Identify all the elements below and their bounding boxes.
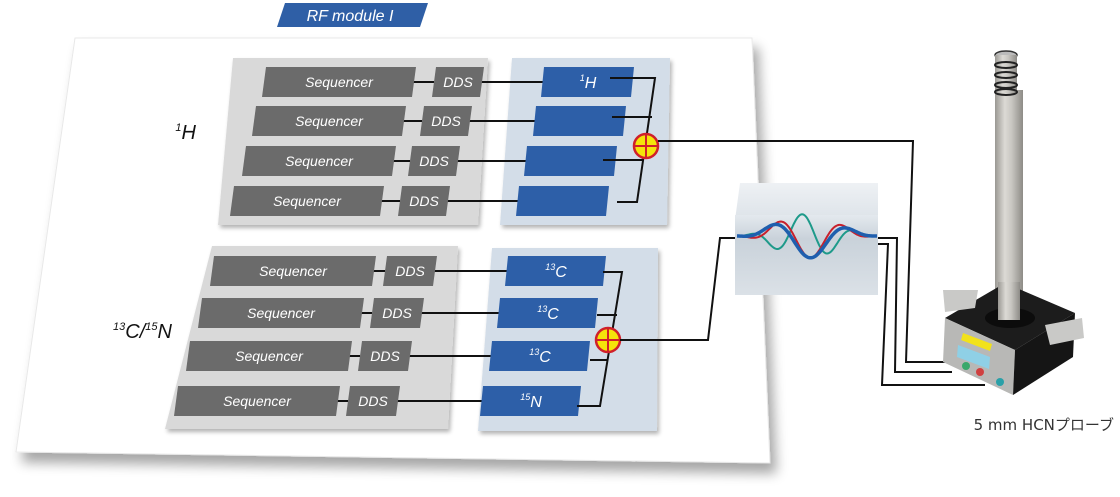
output-channel-label: 13C <box>545 262 567 281</box>
waveform-trace <box>737 222 877 260</box>
dds-label: DDS <box>382 305 412 321</box>
sequencer-label: Sequencer <box>285 153 354 169</box>
output-channel-block <box>541 67 634 97</box>
nmr-probe-image <box>943 50 1084 395</box>
channel-row: Sequencer DDS 15N <box>174 386 581 416</box>
waveform-traces <box>737 213 877 260</box>
group-1h-label: 1H <box>175 122 196 144</box>
dds-label: DDS <box>419 153 449 169</box>
dds-label: DDS <box>409 193 439 209</box>
group-1h-panel <box>218 58 488 225</box>
sequencer-block <box>198 298 364 328</box>
sequencer-block <box>242 146 396 176</box>
sequencer-block <box>210 256 376 286</box>
waveform-box <box>735 183 878 295</box>
sequencer-block <box>230 186 384 216</box>
sequencer-block <box>252 106 406 136</box>
sequencer-label: Sequencer <box>259 263 328 279</box>
output-channel-block <box>480 386 581 416</box>
output-cables <box>620 140 985 386</box>
dds-label: DDS <box>431 113 461 129</box>
dds-block <box>408 146 460 176</box>
channel-row: Sequencer DDS <box>252 106 626 136</box>
probe-tip <box>994 50 1018 96</box>
sequencer-block <box>174 386 340 416</box>
channel-row: Sequencer DDS <box>242 146 617 176</box>
output-channel-block <box>497 298 598 328</box>
group-1h-output-panel <box>500 58 670 225</box>
sequencer-label: Sequencer <box>305 74 374 90</box>
sequencer-label: Sequencer <box>223 393 292 409</box>
output-channel-block <box>533 106 626 136</box>
dds-label: DDS <box>358 393 388 409</box>
dds-block <box>432 67 484 97</box>
sequencer-label: Sequencer <box>235 348 304 364</box>
dds-label: DDS <box>395 263 425 279</box>
group-13c15n-panel <box>165 246 458 429</box>
sequencer-block <box>262 67 416 97</box>
output-channel-label: 15N <box>520 392 542 411</box>
channel-row: Sequencer DDS 13C <box>186 341 590 371</box>
dds-block <box>420 106 472 136</box>
dds-block <box>346 386 400 416</box>
group-13c15n-combiner-icon <box>594 326 622 354</box>
output-channel-label: 1H <box>580 73 597 92</box>
channel-row: Sequencer DDS 13C <box>198 298 598 328</box>
dds-block <box>383 256 437 286</box>
probe-caption: 5 mm HCNプローブ <box>974 416 1114 434</box>
group-1h-combiner-icon <box>632 132 660 160</box>
dds-block <box>370 298 424 328</box>
module-title-tab: RF module I <box>277 3 428 27</box>
output-channel-block <box>516 186 609 216</box>
output-channel-block <box>524 146 617 176</box>
sequencer-label: Sequencer <box>273 193 342 209</box>
sequencer-block <box>186 341 352 371</box>
channel-row: Sequencer DDS <box>230 186 609 216</box>
module-title: RF module I <box>307 8 394 25</box>
channel-row: Sequencer DDS 13C <box>210 256 606 286</box>
group-13c15n-output-panel <box>478 248 658 431</box>
output-channel-label: 13C <box>537 304 559 323</box>
dds-block <box>358 341 412 371</box>
output-channel-block <box>505 256 606 286</box>
dds-label: DDS <box>443 74 473 90</box>
channel-row: Sequencer DDS 1H <box>262 67 634 97</box>
group-13c15n-label: 13C/15N <box>113 321 173 343</box>
dds-block <box>398 186 450 216</box>
sequencer-label: Sequencer <box>295 113 364 129</box>
output-channel-block <box>489 341 590 371</box>
sequencer-label: Sequencer <box>247 305 316 321</box>
dds-label: DDS <box>370 348 400 364</box>
output-channel-label: 13C <box>529 347 551 366</box>
